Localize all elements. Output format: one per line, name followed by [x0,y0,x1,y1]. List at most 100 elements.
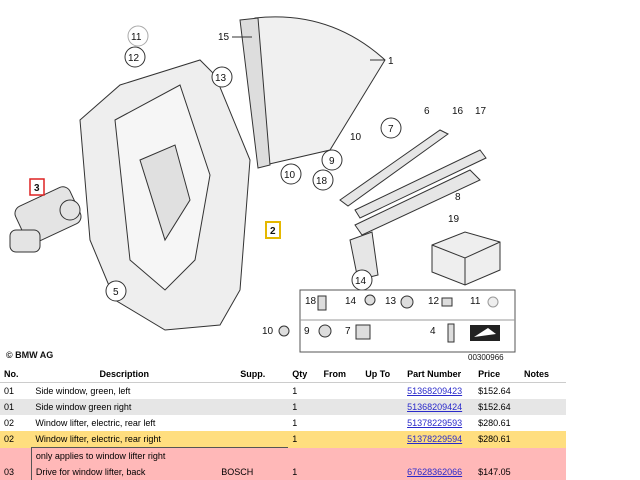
table-row-highlighted: 03 Drive for window lifter, back BOSCH 1… [0,464,566,480]
callout-2: 2 [265,221,281,239]
part-number-link[interactable]: 51368209423 [407,386,463,396]
legend-part-10: 10 [262,325,290,337]
cell-from [319,382,362,399]
cell-no: 02 [0,431,32,448]
col-upto: Up To [361,366,404,383]
col-qty: Qty [288,366,320,383]
cell-from [319,464,362,480]
svg-text:1: 1 [388,56,394,67]
svg-text:10: 10 [262,326,274,337]
window-lifter-motor-illustration [9,186,82,253]
svg-text:18: 18 [305,296,317,307]
svg-text:17: 17 [475,106,487,117]
cell-no: 03 [0,464,32,480]
cell-description: Drive for window lifter, back [30,464,218,480]
svg-text:12: 12 [128,53,140,64]
window-glass-illustration [239,16,386,169]
cell-part-number: 51378229594 [403,431,475,448]
guide-rails-illustration [339,129,487,281]
cell-upto [361,464,404,480]
callout-10b: 10 [280,163,302,185]
callout-7: 7 [380,117,402,139]
svg-text:12: 12 [428,296,440,307]
callout-19: 19 [448,214,460,225]
svg-text:3: 3 [34,183,40,194]
legend-part-9: 9 [304,324,332,338]
part-box-illustration [431,231,501,286]
cell-upto [361,382,404,399]
table-note-row: only applies to window lifter right [0,447,566,464]
svg-text:9: 9 [329,156,335,167]
legend-part-4: 4 [430,323,455,343]
svg-text:4: 4 [430,326,436,337]
cell-price: $152.64 [474,382,520,399]
diagram-reference-number: 00300966 [468,353,504,362]
cell-no: 01 [0,399,32,415]
cell-no: 01 [0,382,32,399]
parts-table: No. Description Supp. Qty From Up To Par… [0,366,566,480]
cell-notes [520,464,566,480]
part-number-link[interactable]: 67628362066 [407,467,463,477]
svg-text:18: 18 [316,176,328,187]
callout-6: 6 [424,106,430,117]
window-lifter-frame-illustration [79,59,251,331]
table-header-row: No. Description Supp. Qty From Up To Par… [0,366,566,383]
svg-text:15: 15 [218,32,230,43]
cell-upto [361,431,404,448]
callout-3: 3 [29,178,45,196]
cell-part-number: 67628362066 [403,464,475,480]
col-supp: Supp. [217,366,289,383]
table-row: 01 Side window green right 1 51368209424… [0,399,566,415]
copyright-text: © BMW AG [6,350,54,360]
part-number-link[interactable]: 51378229593 [407,418,463,428]
callout-5: 5 [105,280,127,302]
svg-text:13: 13 [385,296,397,307]
svg-text:7: 7 [345,326,351,337]
col-description: Description [31,366,218,383]
svg-text:16: 16 [452,106,464,117]
svg-text:10: 10 [350,132,362,143]
cell-upto [361,415,404,431]
cell-price: $280.61 [474,431,520,448]
cell-from [319,431,362,448]
svg-text:9: 9 [304,326,310,337]
svg-text:11: 11 [470,296,481,307]
svg-text:8: 8 [455,192,461,203]
callout-17: 17 [475,106,487,117]
note-text: only applies to window lifter right [30,447,289,464]
legend-part-18: 18 [305,295,327,311]
cell-qty: 1 [288,431,320,448]
cell-notes [520,431,566,448]
legend-part-12: 12 [428,296,453,307]
cell-part-number: 51368209423 [403,382,475,399]
callout-16: 16 [452,106,464,117]
cell-qty: 1 [288,399,320,415]
cell-description: Side window, green, left [31,382,218,399]
table-row: 02 Window lifter, electric, rear left 1 … [0,415,566,431]
cell-qty: 1 [288,464,320,480]
part-number-link[interactable]: 51368209424 [407,402,463,412]
col-from: From [319,366,362,383]
legend-part-7: 7 [345,324,371,340]
cell-part-number: 51378229593 [403,415,475,431]
svg-text:14: 14 [345,296,357,307]
cell-notes [520,415,566,431]
callout-14: 14 [351,269,373,291]
cell-supp [217,382,289,399]
table-row: 01 Side window, green, left 1 5136820942… [0,382,566,399]
table-row-highlighted: 02 Window lifter, electric, rear right 1… [0,431,566,448]
small-parts-legend: 18 14 13 12 11 10 9 7 4 [262,289,516,353]
svg-text:10: 10 [284,170,296,181]
cell-description: Window lifter, electric, rear left [31,415,218,431]
col-part-number: Part Number [403,366,475,383]
col-price: Price [474,366,520,383]
arrow-icon [470,325,500,341]
legend-part-14: 14 [345,294,376,307]
callout-13: 13 [211,66,233,88]
cell-qty: 1 [288,382,320,399]
cell-qty: 1 [288,415,320,431]
parts-diagram: 15 1 11 12 13 6 16 17 7 10 9 10 18 8 3 2… [9,16,516,353]
cell-no: 02 [0,415,32,431]
part-number-link[interactable]: 51378229594 [407,434,463,445]
cell-description: Side window green right [31,399,218,415]
